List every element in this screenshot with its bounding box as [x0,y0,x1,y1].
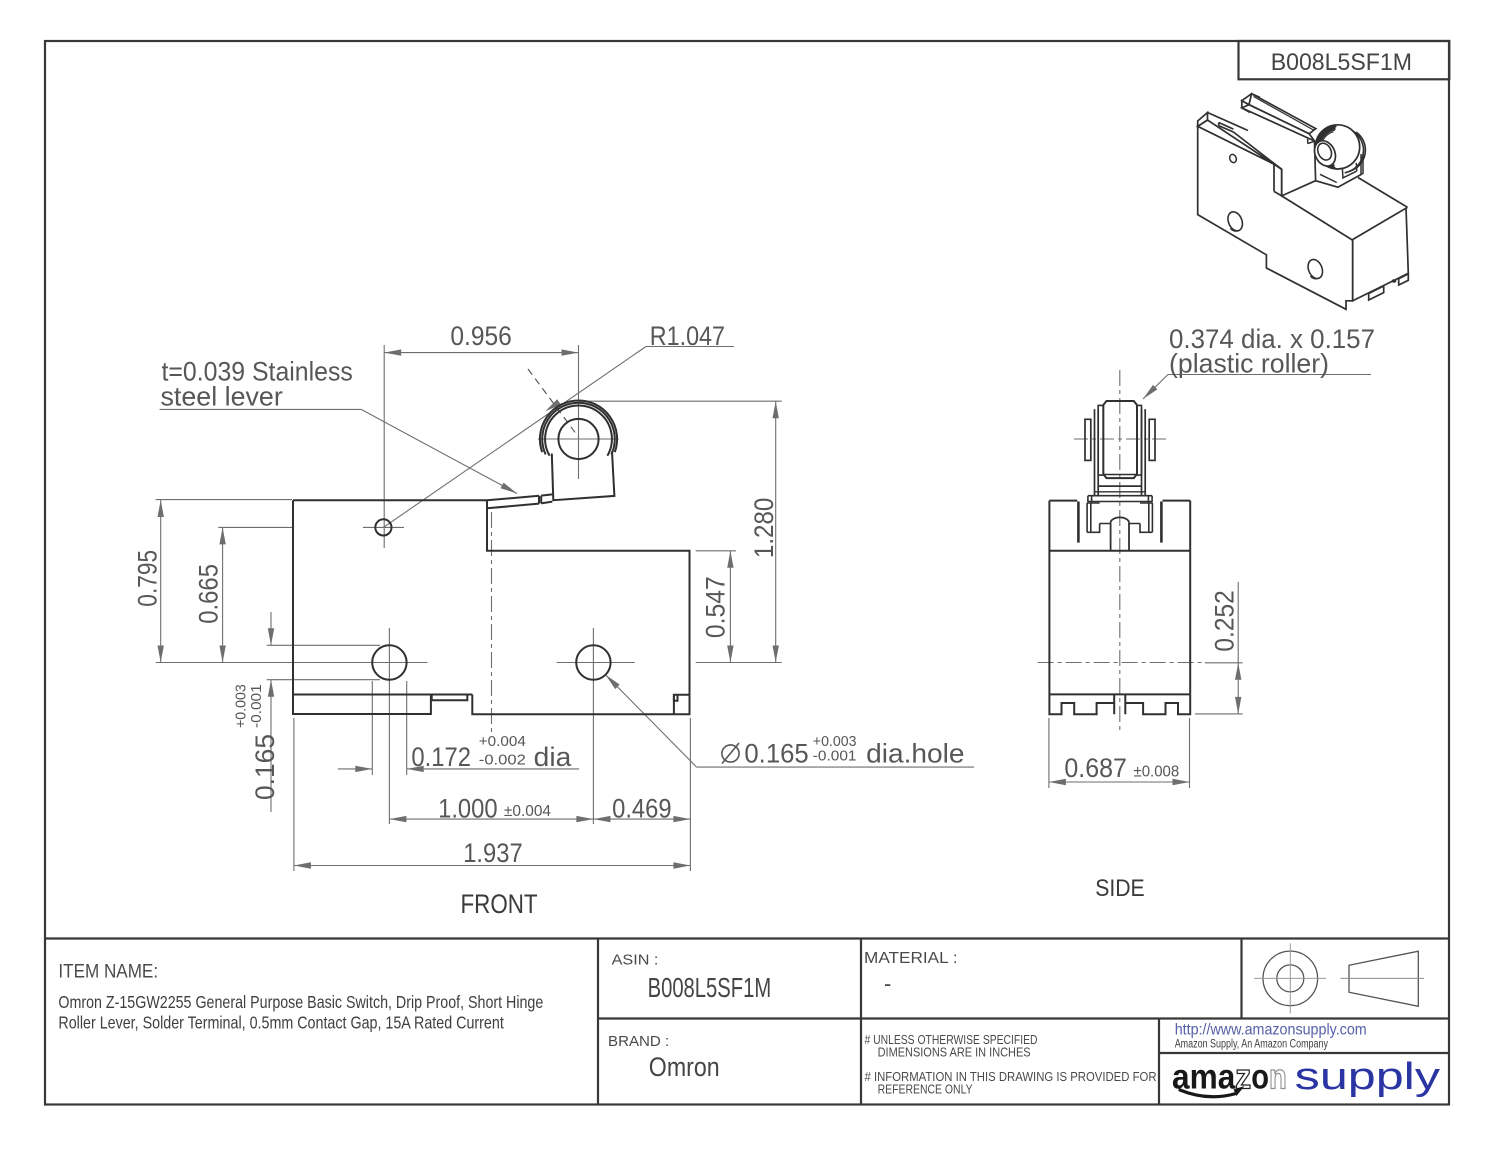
svg-text:REFERENCE ONLY: REFERENCE ONLY [878,1082,973,1097]
svg-text:dia.hole: dia.hole [866,739,964,769]
svg-text:0.956: 0.956 [450,321,511,351]
svg-text:z: z [1235,1058,1251,1097]
svg-text:BRAND :: BRAND : [608,1033,669,1050]
svg-text:Omron Z-15GW2255 General Purpo: Omron Z-15GW2255 General Purpose Basic S… [58,992,543,1012]
svg-text:0.165: 0.165 [744,739,808,769]
svg-text:# UNLESS OTHERWISE SPECIFIED: # UNLESS OTHERWISE SPECIFIED [865,1032,1038,1047]
svg-text:+0.003: +0.003 [813,734,857,750]
svg-text:ASIN :: ASIN : [612,951,659,968]
svg-text:0.374 dia. x 0.157: 0.374 dia. x 0.157 [1169,324,1375,354]
svg-text:0.165: 0.165 [250,734,280,800]
svg-text:1.000: 1.000 [438,794,498,824]
svg-text:±0.008: ±0.008 [1134,764,1180,781]
svg-text:0.795: 0.795 [133,550,163,607]
svg-text:supply: supply [1295,1056,1440,1098]
svg-text:# INFORMATION IN THIS DRAWING: # INFORMATION IN THIS DRAWING IS PROVIDE… [865,1069,1157,1084]
svg-text:t=0.039 Stainless: t=0.039 Stainless [162,357,353,387]
svg-text:SIDE: SIDE [1095,875,1145,902]
svg-text:steel lever: steel lever [161,382,283,412]
svg-text:1.280: 1.280 [749,498,779,558]
svg-text:B008L5SF1M: B008L5SF1M [1271,49,1412,76]
svg-text:(plastic roller): (plastic roller) [1169,349,1329,379]
svg-text:B008L5SF1M: B008L5SF1M [648,972,772,1003]
svg-text:+0.004: +0.004 [479,734,526,750]
svg-text:FRONT: FRONT [461,889,538,919]
svg-text:n: n [1269,1058,1287,1097]
svg-text:1.937: 1.937 [463,838,523,868]
svg-text:DIMENSIONS ARE IN INCHES: DIMENSIONS ARE IN INCHES [878,1044,1031,1059]
svg-text:0.172: 0.172 [411,742,471,772]
svg-text:-0.001: -0.001 [249,684,265,728]
svg-text:Omron: Omron [649,1052,720,1082]
svg-text:0.687: 0.687 [1064,753,1127,783]
svg-text:-0.001: -0.001 [813,749,857,765]
svg-text:http://www.amazonsupply.com: http://www.amazonsupply.com [1175,1022,1367,1039]
svg-text:-: - [884,971,891,996]
svg-text:+0.003: +0.003 [233,684,249,728]
svg-text:Amazon Supply, An Amazon Compa: Amazon Supply, An Amazon Company [1175,1039,1328,1051]
svg-text:dia: dia [534,742,573,772]
svg-text:Roller Lever, Solder Terminal,: Roller Lever, Solder Terminal, 0.5mm Con… [58,1012,503,1032]
svg-text:0.469: 0.469 [612,794,672,824]
svg-text:-0.002: -0.002 [479,753,526,769]
svg-text:0.665: 0.665 [194,564,224,624]
svg-text:R1.047: R1.047 [650,321,725,351]
svg-text:ITEM NAME:: ITEM NAME: [58,961,158,983]
svg-text:0.547: 0.547 [701,576,731,638]
svg-text:MATERIAL :: MATERIAL : [864,950,958,967]
svg-text:o: o [1251,1058,1269,1097]
svg-text:0.252: 0.252 [1210,590,1240,651]
svg-text:±0.004: ±0.004 [504,803,551,820]
